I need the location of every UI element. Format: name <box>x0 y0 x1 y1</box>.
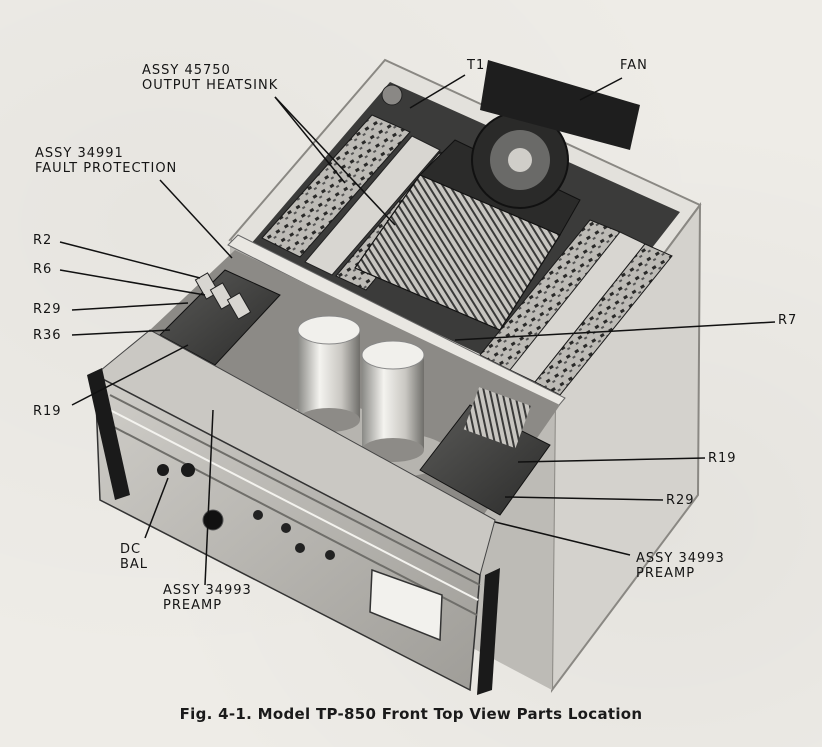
label-dc-bal: DC BAL <box>120 542 148 572</box>
leader-assy-34991 <box>159 179 233 259</box>
leader-assy-34993-right <box>494 521 631 556</box>
label-t1: T1 <box>467 58 486 73</box>
label-assy-34993-right-line2: PREAMP <box>636 566 696 581</box>
label-dc-bal-line1: DC <box>120 542 142 557</box>
label-r29-left: R29 <box>33 302 62 317</box>
leader-assy-45750-a <box>274 96 396 226</box>
label-assy-45750-line2: OUTPUT HEATSINK <box>142 78 279 93</box>
leader-r19-right <box>517 457 706 463</box>
label-r19-left: R19 <box>33 404 62 419</box>
leader-r2 <box>59 241 201 279</box>
label-assy-34991-line1: ASSY 34991 <box>35 146 124 161</box>
label-assy-45750-line1: ASSY 45750 <box>142 63 231 78</box>
leader-r7 <box>454 321 776 341</box>
label-r19-right: R19 <box>708 451 737 466</box>
figure-caption: Fig. 4-1. Model TP-850 Front Top View Pa… <box>179 705 643 723</box>
label-assy-34993-bottom-line1: ASSY 34993 <box>163 583 252 598</box>
leader-assy-34993-bottom <box>204 409 214 586</box>
label-assy-34991-line2: FAULT PROTECTION <box>35 161 178 176</box>
label-assy-34993-bottom-line2: PREAMP <box>163 598 223 613</box>
label-r36: R36 <box>33 328 62 343</box>
leader-r6 <box>59 269 206 296</box>
label-assy-34993-right-line1: ASSY 34993 <box>636 551 725 566</box>
label-r7: R7 <box>778 313 798 328</box>
leader-dc-bal <box>144 477 169 539</box>
label-assy-34991: ASSY 34991 FAULT PROTECTION <box>35 146 177 176</box>
rear-compartment <box>250 60 680 396</box>
leader-r29-left <box>71 302 189 311</box>
label-dc-bal-line2: BAL <box>120 557 149 572</box>
leader-fan <box>579 77 623 101</box>
label-r2: R2 <box>33 233 53 248</box>
front-panel <box>87 329 500 695</box>
leader-r36 <box>71 329 171 336</box>
label-assy-34993-right: ASSY 34993 PREAMP <box>636 551 725 581</box>
label-assy-34993-bottom: ASSY 34993 PREAMP <box>163 583 252 613</box>
leader-assy-45750-b <box>274 96 346 184</box>
leader-lines <box>59 74 776 586</box>
label-fan: FAN <box>620 58 648 73</box>
label-assy-45750: ASSY 45750 OUTPUT HEATSINK <box>142 63 278 93</box>
label-r29-right: R29 <box>666 493 695 508</box>
leader-r29-right <box>504 496 664 501</box>
label-r6: R6 <box>33 262 53 277</box>
leader-t1 <box>409 74 466 109</box>
leader-r19-left <box>71 344 189 406</box>
